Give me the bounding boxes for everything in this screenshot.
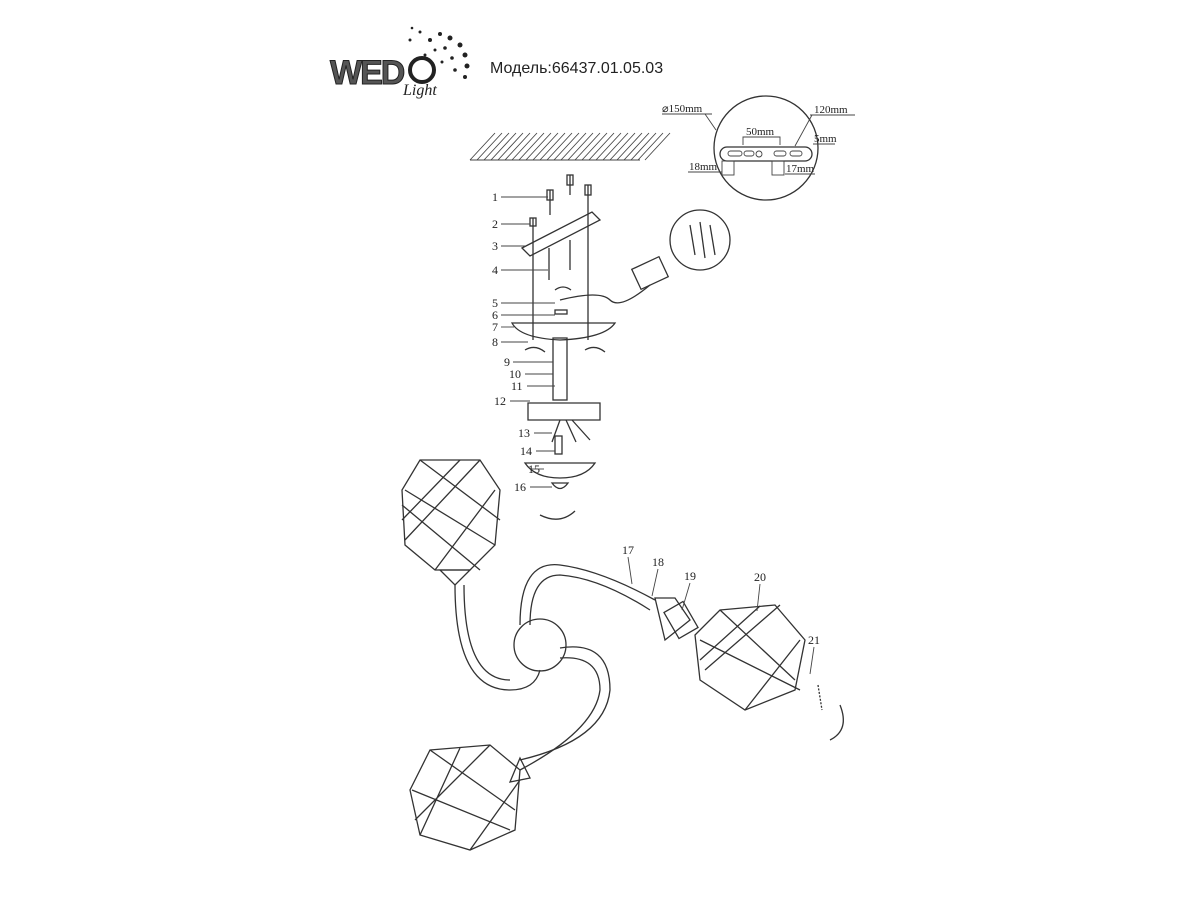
glass-shade-bottom [409, 744, 521, 851]
part-label-13: 13 [518, 426, 530, 440]
part-label-2: 2 [492, 217, 498, 231]
dim-length: 120mm [814, 104, 848, 116]
model-number: Модель:66437.01.05.03 [490, 60, 664, 77]
part-label-14: 14 [520, 444, 532, 458]
part-label-19: 19 [684, 569, 696, 583]
part-label-8: 8 [492, 335, 498, 349]
dim-left-height: 18mm [689, 161, 718, 173]
part-label-4: 4 [492, 263, 498, 277]
dim-diameter: ⌀150mm [662, 103, 703, 115]
lamp-body [401, 459, 844, 851]
glass-shade-top [401, 459, 501, 571]
mounting-bracket-detail: ⌀150mm 120mm 50mm 5mm 18mm 17mm [662, 95, 855, 201]
dim-spacing: 50mm [746, 126, 775, 138]
part-label-16: 16 [514, 480, 526, 494]
glass-shade-right [694, 604, 806, 711]
part-label-21: 21 [808, 633, 820, 647]
part-label-18: 18 [652, 555, 664, 569]
part-label-5: 5 [492, 296, 498, 310]
part-label-1: 1 [492, 190, 498, 204]
canopy-assembly [510, 174, 731, 520]
leader-line [627, 556, 633, 585]
part-label-9: 9 [504, 355, 510, 369]
part-label-10: 10 [509, 367, 521, 381]
wedo-light-logo: WED Light [330, 26, 470, 99]
part-label-17: 17 [622, 543, 634, 557]
part-label-11: 11 [511, 379, 523, 393]
dim-thickness: 5mm [814, 133, 837, 145]
leader-line [651, 568, 659, 597]
svg-text:WED: WED [330, 54, 405, 92]
logo-sub: Light [402, 82, 437, 99]
part-label-20: 20 [754, 570, 766, 584]
leader-line [809, 646, 815, 675]
ceiling-hatch [469, 132, 671, 161]
part-label-7: 7 [492, 320, 498, 334]
part-label-12: 12 [494, 394, 506, 408]
part-label-6: 6 [492, 308, 498, 322]
leader-line [681, 582, 691, 611]
leader-line [756, 583, 761, 612]
part-label-3: 3 [492, 239, 498, 253]
dim-right-height: 17mm [786, 163, 815, 175]
